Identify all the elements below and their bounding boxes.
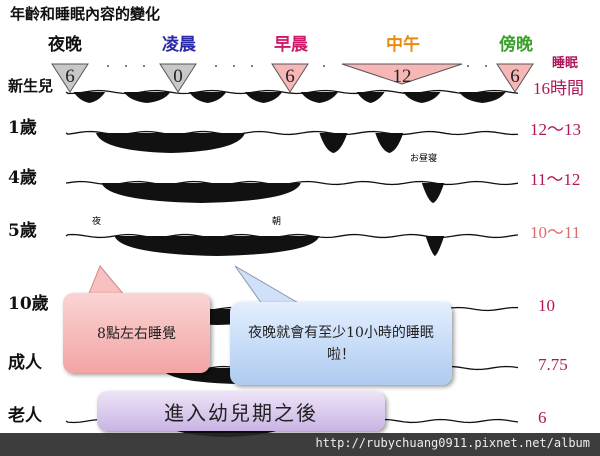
- time-marker-triangle: [341, 63, 463, 85]
- callout-blue: 夜晚就會有至少10小時的睡眠啦！: [230, 302, 452, 385]
- time-marker-value: 6: [285, 66, 295, 87]
- time-label: 凌晨: [162, 35, 196, 55]
- sleep-hours: 11～12: [530, 170, 581, 189]
- time-marker-value: 0: [173, 66, 183, 87]
- page-title: 年齡和睡眠內容的變化: [10, 5, 161, 23]
- time-label: 中午: [386, 35, 420, 55]
- hour-tick: [215, 65, 217, 67]
- time-label: 傍晚: [499, 35, 533, 55]
- time-marker-value: 12: [393, 66, 412, 87]
- callout-blue-pointer: [234, 265, 302, 305]
- sleep-hours: 7.75: [538, 355, 568, 374]
- nap-label: お昼寝: [410, 154, 438, 164]
- age-label: 成人: [8, 353, 42, 373]
- callout-purple-text: 進入幼兒期之後: [164, 400, 318, 425]
- morning-note: 朝: [272, 217, 282, 227]
- time-label: 夜晚: [48, 35, 82, 55]
- callout-pink: 8點左右睡覺: [63, 293, 210, 373]
- watermark-url: http://rubychuang0911.pixnet.net/album: [0, 433, 600, 456]
- age-label: 4歲: [8, 168, 37, 188]
- age-label: 1歲: [8, 118, 37, 138]
- callout-pink-text: 8點左右睡覺: [97, 326, 176, 342]
- callout-pink-pointer: [87, 265, 127, 297]
- sleep-hours: 10～11: [530, 223, 581, 242]
- sleep-period: [300, 92, 339, 103]
- hour-tick: [467, 65, 469, 67]
- age-label: 5歲: [8, 221, 37, 241]
- hour-tick: [143, 65, 145, 67]
- sleep-period: [244, 92, 283, 103]
- sleep-hours: 16時間: [533, 79, 584, 98]
- activity-line: [65, 130, 519, 136]
- sleep-hours: 6: [538, 408, 547, 427]
- time-label: 早晨: [274, 35, 308, 55]
- time-marker-value: 6: [65, 66, 75, 87]
- age-label: 老人: [8, 406, 42, 426]
- time-marker-triangle: [496, 63, 534, 93]
- time-marker-triangle: [271, 63, 309, 93]
- sleep-period: [319, 133, 348, 153]
- sleep-hours: 12～13: [530, 120, 581, 139]
- sleep-period: [425, 236, 445, 256]
- hour-tick: [323, 65, 325, 67]
- time-marker-value: 6: [510, 66, 520, 87]
- sleep-period: [189, 92, 227, 103]
- sleep-header: 睡眠: [552, 55, 579, 70]
- hour-tick: [251, 65, 253, 67]
- night-note: 夜: [92, 217, 102, 227]
- sleep-period: [459, 92, 506, 103]
- sleep-period: [421, 183, 445, 203]
- time-marker-triangle: [51, 63, 89, 93]
- sleep-period: [403, 92, 441, 103]
- sleep-period: [101, 183, 301, 203]
- sleep-period: [123, 92, 171, 103]
- time-marker-triangle: [159, 63, 197, 93]
- age-label: 新生兒: [8, 77, 54, 95]
- sleep-period: [95, 133, 245, 153]
- sleep-period: [356, 92, 385, 103]
- callout-purple: 進入幼兒期之後: [97, 391, 385, 431]
- age-label: 10歲: [8, 294, 49, 314]
- hour-tick: [107, 65, 109, 67]
- hour-tick: [125, 65, 127, 67]
- callout-blue-text: 夜晚就會有至少10小時的睡眠啦！: [248, 324, 434, 363]
- sleep-period: [375, 133, 404, 153]
- sleep-period: [73, 92, 106, 103]
- sleep-period: [114, 236, 320, 256]
- hour-tick: [233, 65, 235, 67]
- sleep-hours: 10: [538, 296, 555, 315]
- hour-tick: [485, 65, 487, 67]
